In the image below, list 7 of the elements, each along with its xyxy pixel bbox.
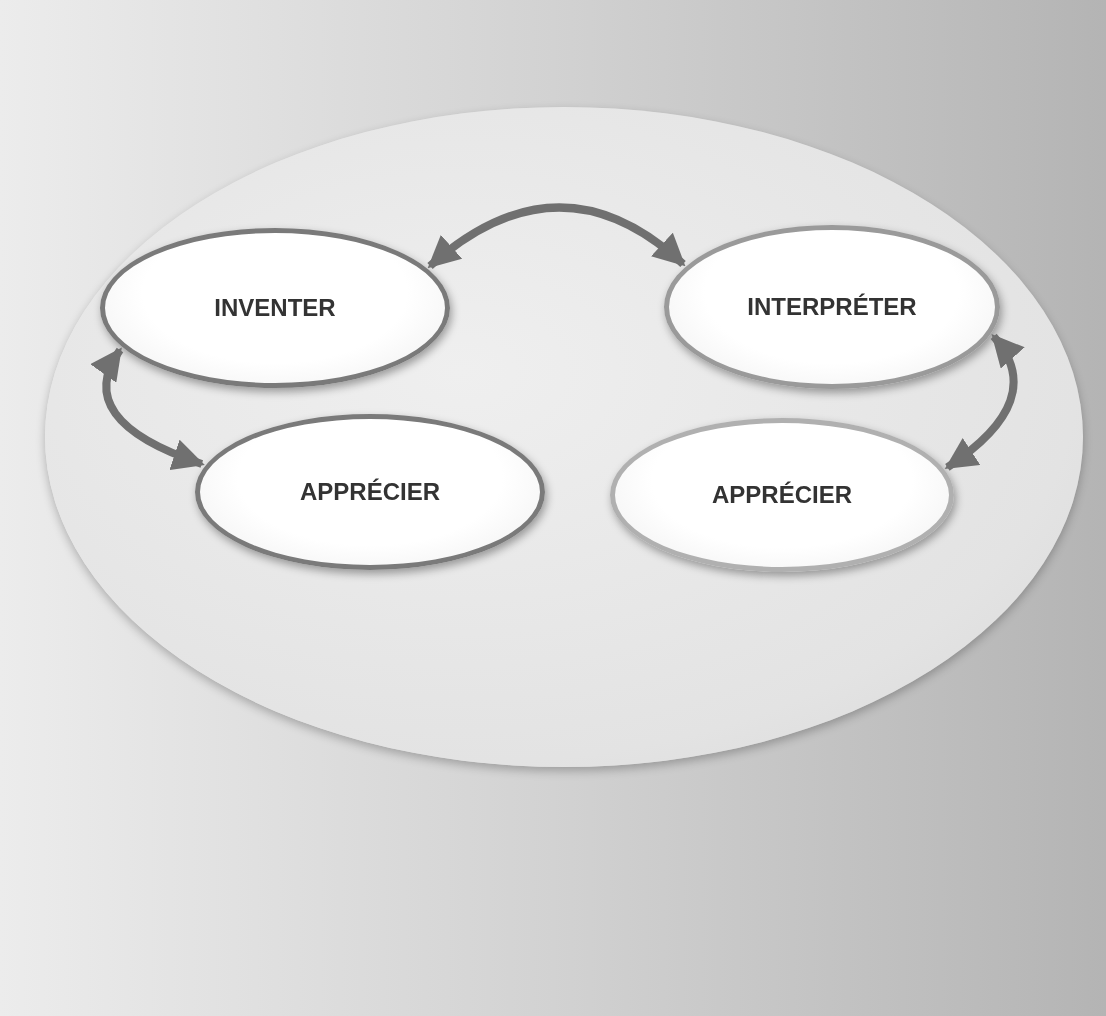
node-label: APPRÉCIER [712,481,852,509]
double-arrow [944,333,1024,471]
double-arrow [91,347,205,470]
node-label: INVENTER [214,294,336,322]
double-arrow [427,203,686,270]
node-label: INTERPRÉTER [747,293,917,321]
node-label: APPRÉCIER [300,478,440,506]
